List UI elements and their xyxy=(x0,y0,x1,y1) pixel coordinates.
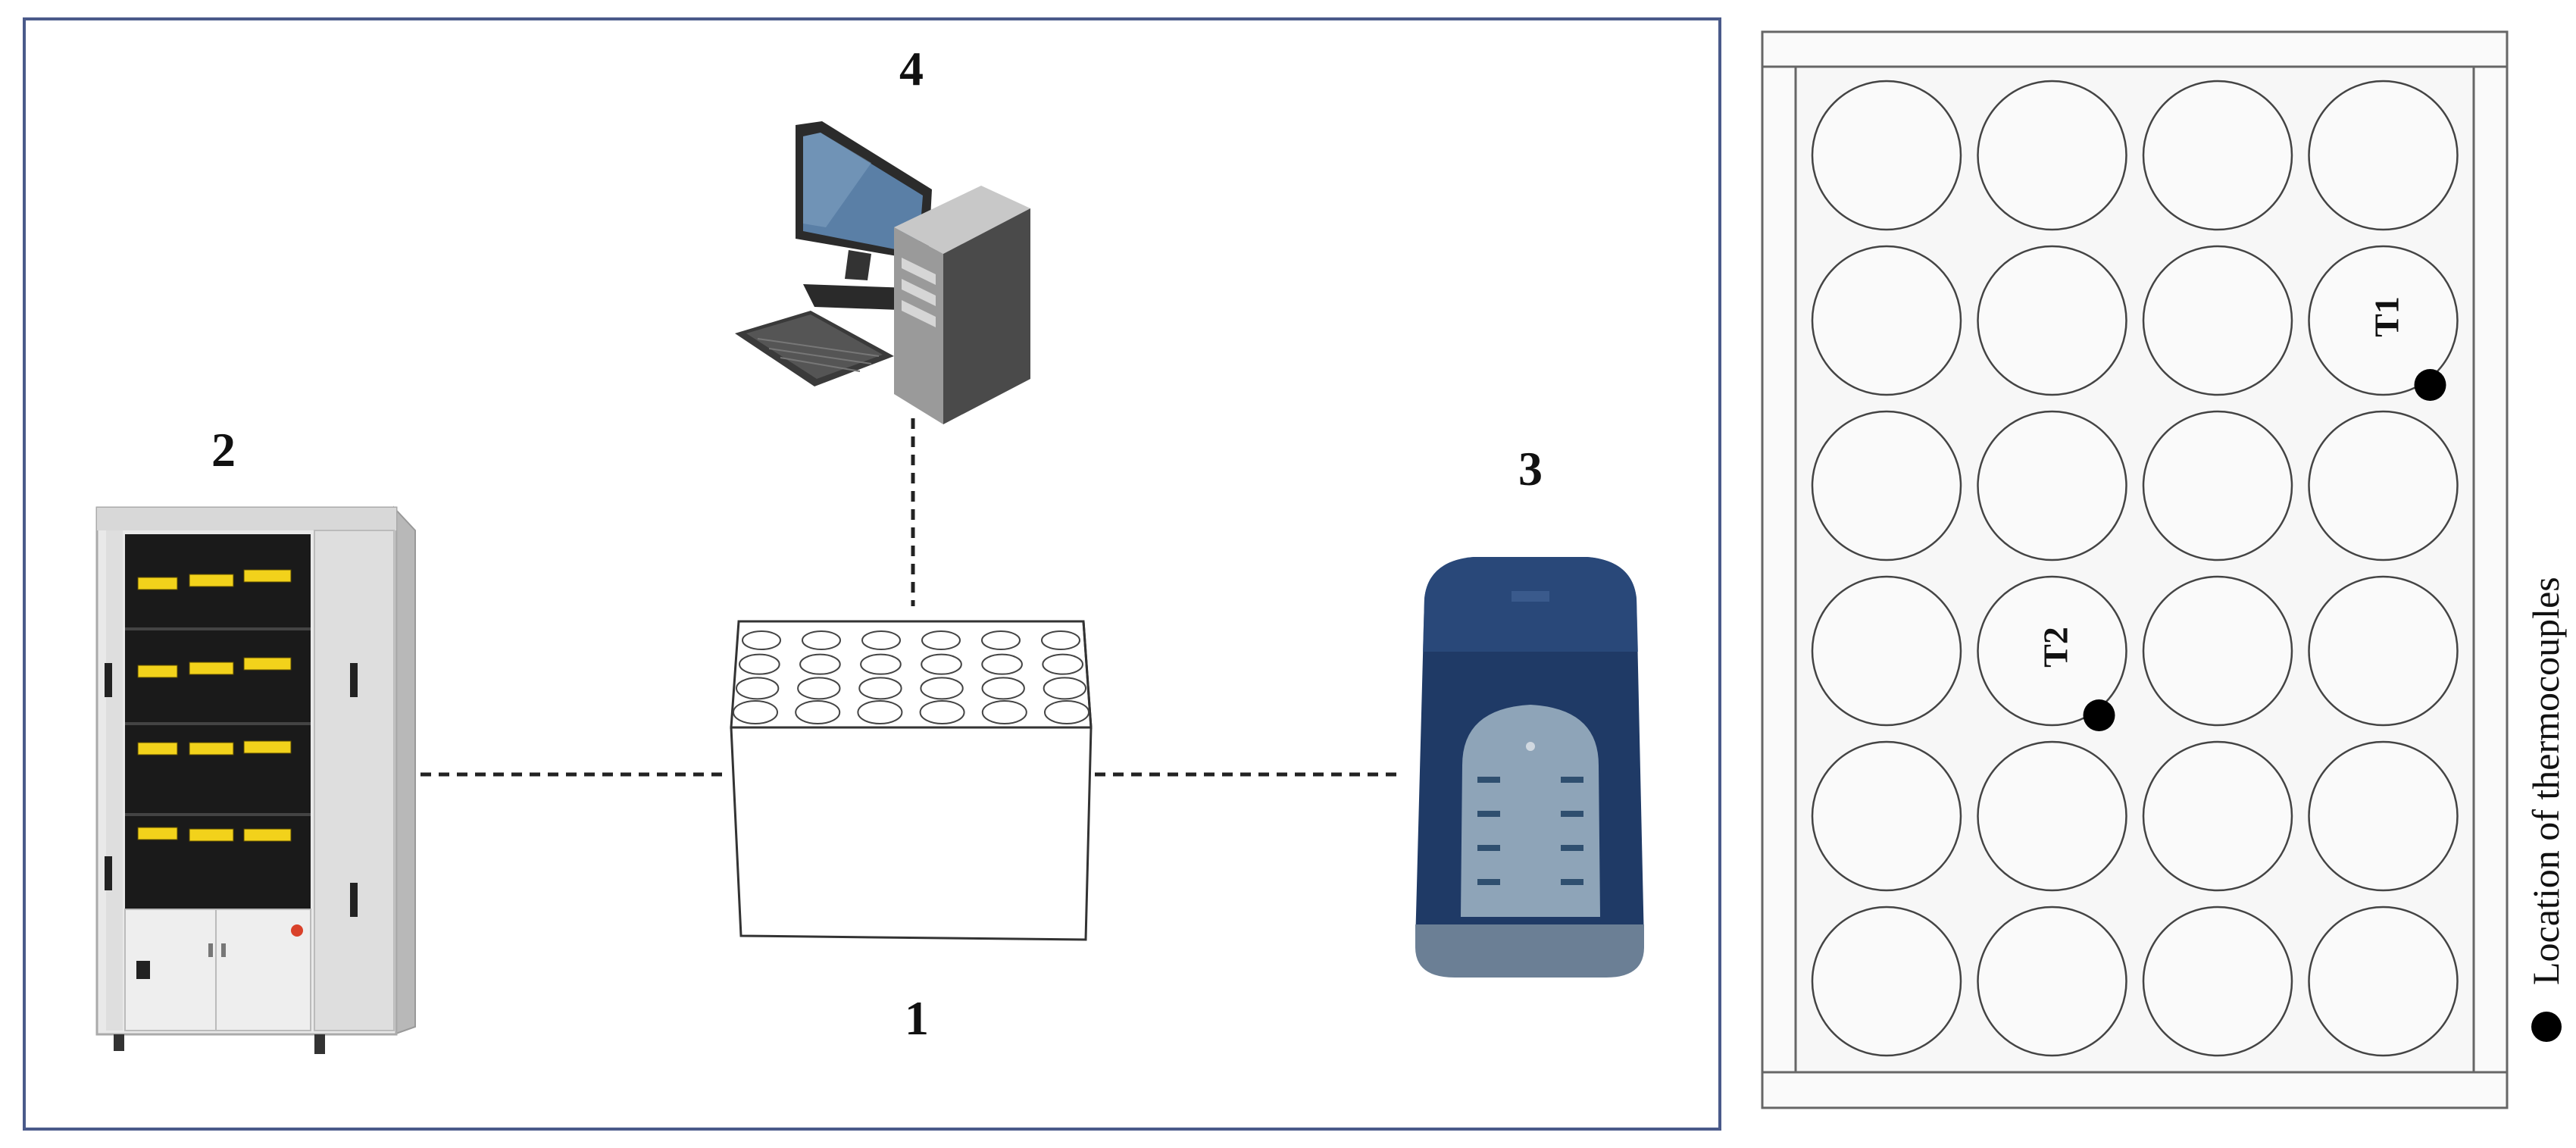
tray-well xyxy=(1977,740,2127,892)
tray-well xyxy=(1811,80,1962,231)
legend: Location of thermocouples xyxy=(2524,577,2567,1042)
tray-well xyxy=(1977,80,2127,231)
box-hole xyxy=(860,653,902,675)
box-hole xyxy=(921,630,961,650)
data-logger-icon xyxy=(1415,557,1644,978)
climate-chamber-icon xyxy=(95,505,416,1054)
tray-well xyxy=(2142,906,2293,1057)
legend-text: Location of thermocouples xyxy=(2524,577,2567,985)
box-hole xyxy=(921,653,962,675)
tray-well xyxy=(1811,740,1962,892)
box-hole xyxy=(1042,653,1083,675)
box-hole xyxy=(733,700,778,724)
tray-well xyxy=(2308,410,2459,561)
tray-well xyxy=(2308,575,2459,727)
tray-well xyxy=(1977,410,2127,561)
box-hole xyxy=(920,677,964,700)
thermocouple-dot xyxy=(2083,699,2115,731)
tray-well xyxy=(1977,906,2127,1057)
thermocouple-label: T1 xyxy=(2368,296,2406,337)
sample-tray-box-icon xyxy=(730,620,1093,941)
box-hole xyxy=(981,700,1027,724)
tray-well xyxy=(1977,575,2127,727)
tray-well xyxy=(2142,740,2293,892)
tray-wells xyxy=(1811,80,2459,1057)
tray-well xyxy=(2308,245,2459,396)
tray-well xyxy=(1811,906,1962,1057)
legend-dot-icon xyxy=(2531,1012,2562,1042)
box-hole xyxy=(981,630,1021,650)
box-hole xyxy=(981,677,1025,700)
tray-well xyxy=(2142,575,2293,727)
tray-inner-area xyxy=(1794,65,2475,1074)
left-panel-frame xyxy=(23,17,1721,1131)
box-hole xyxy=(736,677,780,700)
tray-well xyxy=(2142,410,2293,561)
tray-well xyxy=(1811,410,1962,561)
box-hole xyxy=(739,653,780,675)
box-hole xyxy=(799,653,841,675)
tray-well xyxy=(1977,245,2127,396)
label-4: 4 xyxy=(899,42,924,95)
box-hole xyxy=(1043,677,1087,700)
desktop-computer-icon xyxy=(735,121,1030,424)
tray-well xyxy=(2308,80,2459,231)
tray-well xyxy=(1811,245,1962,396)
label-3: 3 xyxy=(1518,442,1543,496)
box-hole xyxy=(742,630,781,650)
box-hole xyxy=(861,630,901,650)
box-hole xyxy=(858,677,902,700)
tray-well xyxy=(2308,906,2459,1057)
box-hole xyxy=(802,630,841,650)
box-hole xyxy=(1041,630,1080,650)
box-hole xyxy=(857,700,903,724)
tray-well xyxy=(2308,740,2459,892)
box-hole xyxy=(797,677,841,700)
label-1: 1 xyxy=(905,991,929,1045)
box-sample-holes xyxy=(733,630,1089,724)
box-hole xyxy=(919,700,965,724)
box-hole xyxy=(1044,700,1089,724)
box-hole xyxy=(981,653,1023,675)
tray-well xyxy=(1811,575,1962,727)
tray-well xyxy=(2142,80,2293,231)
label-2: 2 xyxy=(211,423,236,477)
tray-well xyxy=(2142,245,2293,396)
thermocouple-label: T2 xyxy=(2037,627,2075,668)
box-hole xyxy=(795,700,841,724)
thermocouple-dot xyxy=(2414,369,2446,401)
